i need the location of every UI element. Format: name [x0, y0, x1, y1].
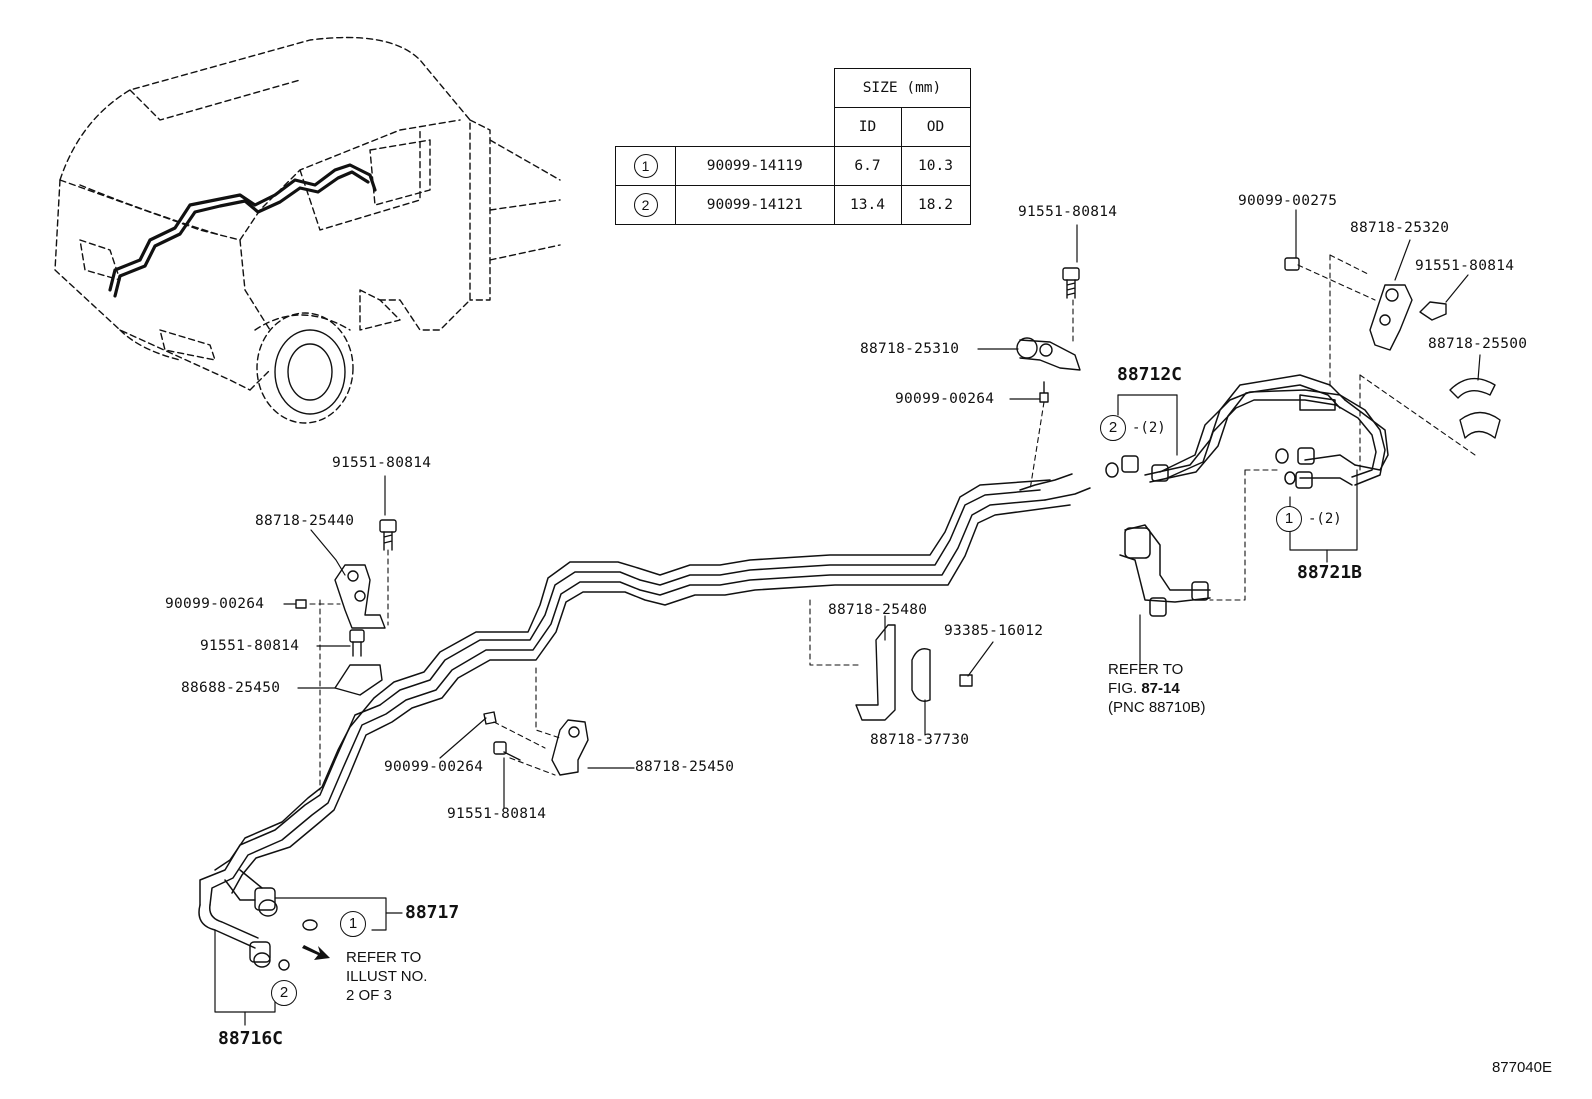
label-88718-25500: 88718-25500 [1428, 336, 1528, 352]
label-90099-00264-left: 90099-00264 [165, 596, 265, 612]
label-90099-00275: 90099-00275 [1238, 193, 1338, 209]
row-id: 6.7 [833, 146, 902, 186]
size-table: SIZE (mm) ID OD 1 90099-14119 6.7 10.3 2… [615, 68, 971, 225]
fittings-88717 [249, 887, 318, 971]
bolt-91551-top [1062, 267, 1080, 299]
label-88716c: 88716C [218, 1028, 284, 1049]
bolt-90099-mid [483, 711, 497, 725]
row-od: 18.2 [900, 185, 971, 225]
drawing-code: 877040E [1491, 1059, 1552, 1076]
clamp-88718-25500 [1449, 377, 1501, 439]
refer-illust-line1: REFER TO [346, 949, 422, 966]
nut-90099-00264-left [295, 599, 307, 609]
clamp-88718-25440 [334, 564, 386, 629]
size-col-id: ID [833, 107, 902, 147]
label-90099-00264-mid: 90099-00264 [384, 759, 484, 775]
circle-1-88721b: 1 [1276, 506, 1302, 532]
size-row: 1 90099-14119 6.7 10.3 [615, 146, 971, 186]
label-91551-80814-left-top: 91551-80814 [332, 455, 432, 471]
label-88712c: 88712C [1117, 364, 1183, 385]
size-row: 2 90099-14121 13.4 18.2 [615, 185, 971, 225]
dashed-guides [309, 254, 1476, 791]
bolt-91551-mid-bottom [493, 741, 521, 761]
label-88717: 88717 [405, 902, 460, 923]
label-90099-00264-top: 90099-00264 [895, 391, 995, 407]
label-93385-16012: 93385-16012 [944, 623, 1044, 639]
label-88688-25450: 88688-25450 [181, 680, 281, 696]
row-mark: 1 [633, 154, 658, 178]
circle-2-88712c: 2 [1100, 415, 1126, 441]
clamp-88718-37730 [911, 648, 931, 702]
label-88721b: 88721B [1297, 562, 1363, 583]
bolt-93385 [959, 674, 973, 687]
bolt-91551-left-mid [349, 629, 365, 657]
row-od: 10.3 [900, 146, 971, 186]
label-91551-80814-top: 91551-80814 [1018, 204, 1118, 220]
size-col-od: OD [900, 107, 971, 147]
row-id: 13.4 [833, 185, 902, 225]
label-88718-25320: 88718-25320 [1350, 220, 1450, 236]
lower-left-pipe [198, 869, 263, 949]
bolt-90099-00275 [1284, 257, 1300, 271]
refer-illust-line3: 2 OF 3 [346, 987, 392, 1004]
truck-illustration [54, 36, 561, 391]
bracket-88718-25480 [855, 624, 896, 721]
circle-2-88716c: 2 [271, 980, 297, 1006]
row-part: 90099-14121 [675, 185, 835, 225]
suffix-88721b: -(2) [1308, 511, 1342, 527]
label-88718-25310: 88718-25310 [860, 341, 960, 357]
main-pipe-run [199, 473, 1091, 906]
refer-fig-line3: (PNC 88710B) [1108, 699, 1206, 716]
refer-fig-line2: FIG. 87-14 [1108, 680, 1180, 697]
leader-lines [214, 209, 1481, 1026]
row-mark: 2 [633, 193, 658, 217]
size-table-header: SIZE (mm) [833, 68, 971, 108]
label-91551-80814-right: 91551-80814 [1415, 258, 1515, 274]
nut-90099-00264-top [1039, 381, 1049, 403]
bracket-88688-25450 [334, 664, 383, 696]
truck-pipe-route [108, 163, 377, 298]
refer-fig-note: REFER TO FIG. 87-14 (PNC 88710B) [1108, 660, 1206, 717]
right-pipe-assembly [1105, 374, 1389, 489]
label-88718-25450: 88718-25450 [635, 759, 735, 775]
clamp-88718-25320 [1369, 284, 1413, 351]
label-88718-25480: 88718-25480 [828, 602, 928, 618]
refer-illust-note: REFER TO ILLUST NO. 2 OF 3 [346, 948, 427, 1005]
truck-wheel [254, 312, 354, 424]
suffix-88712c: -(2) [1132, 420, 1166, 436]
refer-fig-assembly [1119, 524, 1211, 617]
refer-illust-line2: ILLUST NO. [346, 968, 428, 985]
label-91551-80814-left-mid: 91551-80814 [200, 638, 300, 654]
clamp-88718-25310 [1016, 337, 1081, 371]
row-part: 90099-14119 [675, 146, 835, 186]
bolt-91551-left-top [379, 519, 397, 551]
label-88718-37730: 88718-37730 [870, 732, 970, 748]
label-91551-80814-mid-bottom: 91551-80814 [447, 806, 547, 822]
clamp-88718-25450 [551, 719, 589, 776]
circle-1-88717: 1 [340, 911, 366, 937]
bolt-91551-right [1419, 301, 1447, 321]
refer-fig-line1: REFER TO [1108, 661, 1184, 678]
label-88718-25440: 88718-25440 [255, 513, 355, 529]
refer-arrow [302, 945, 330, 960]
